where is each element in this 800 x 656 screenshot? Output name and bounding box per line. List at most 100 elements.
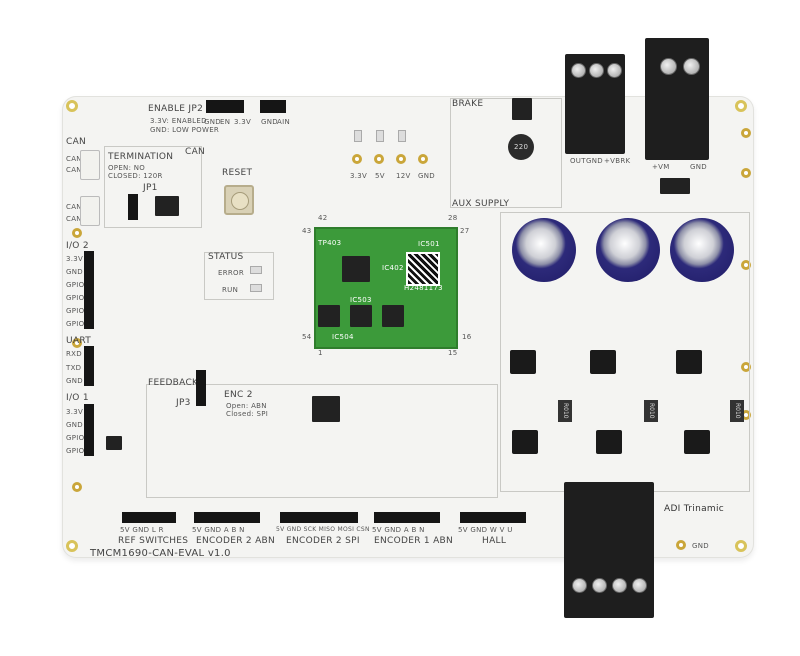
jumper-jp1[interactable] bbox=[128, 194, 138, 220]
enc2-closed: Closed: SPI bbox=[226, 410, 269, 418]
jp2-gnd: GND bbox=[204, 118, 221, 126]
jp2-en: EN bbox=[220, 118, 231, 126]
io2-pin: 3.3V bbox=[66, 255, 84, 263]
module-mcu-chip bbox=[342, 256, 370, 282]
module-ic504: IC504 bbox=[332, 333, 354, 341]
aux-supply-label: AUX SUPPLY bbox=[452, 199, 510, 209]
can-port-label: CAN bbox=[66, 137, 87, 147]
pin-15: 15 bbox=[448, 349, 458, 357]
test-point bbox=[741, 168, 751, 178]
feedback-label: FEEDBACK bbox=[148, 378, 199, 388]
io1-pin: 3.3V bbox=[66, 408, 84, 416]
test-point bbox=[676, 540, 686, 550]
ref-pins: 5V GND L R bbox=[120, 526, 164, 534]
ref-switches-header[interactable] bbox=[122, 512, 176, 523]
error-led bbox=[250, 266, 262, 274]
brake-screw[interactable] bbox=[607, 63, 622, 78]
module-driver-chip bbox=[382, 305, 404, 327]
enable-desc-1: 3.3V: ENABLED bbox=[150, 117, 207, 125]
motor-terminal[interactable] bbox=[564, 482, 654, 618]
shunt-resistor: R010 bbox=[644, 400, 658, 422]
led-testpoint bbox=[374, 154, 384, 164]
io2-header[interactable] bbox=[84, 251, 94, 329]
mosfet bbox=[596, 430, 622, 454]
ain-label: AIN bbox=[277, 118, 290, 126]
enc1-abn-label: ENCODER 1 ABN bbox=[374, 536, 454, 546]
reset-button[interactable] bbox=[224, 185, 254, 215]
io1-header[interactable] bbox=[84, 404, 94, 456]
enc2-spi-pins: 5V GND SCK MISO MOSI CSN bbox=[276, 526, 370, 533]
shunt-resistor: R010 bbox=[730, 400, 744, 422]
brake-gnd-label: GND bbox=[586, 157, 603, 165]
bulk-capacitor bbox=[512, 218, 576, 282]
vm-screw[interactable] bbox=[660, 58, 677, 75]
mounting-hole bbox=[66, 100, 78, 112]
module-id: H2481173 bbox=[404, 284, 443, 292]
brand-logo: ADI Trinamic bbox=[664, 504, 725, 514]
feedback-chip bbox=[106, 436, 122, 450]
term-open: OPEN: NO bbox=[108, 164, 146, 172]
ain-header[interactable] bbox=[260, 100, 286, 113]
uart-label: UART bbox=[66, 336, 92, 346]
enable-desc-2: GND: LOW POWER bbox=[150, 126, 220, 134]
io1-label: I/O 1 bbox=[66, 393, 89, 403]
brake-screw[interactable] bbox=[571, 63, 586, 78]
led-5v-label: 5V bbox=[375, 172, 385, 180]
module-tp403: TP403 bbox=[318, 239, 342, 247]
aux-chip bbox=[512, 98, 532, 120]
motor-screw[interactable] bbox=[632, 578, 647, 593]
vm-gnd-label: GND bbox=[690, 163, 707, 171]
mosfet bbox=[676, 350, 702, 374]
enable-label: ENABLE JP2 bbox=[148, 104, 204, 114]
shunt-resistor: R010 bbox=[558, 400, 572, 422]
reset-label: RESET bbox=[222, 168, 253, 178]
jp3-label: JP3 bbox=[176, 398, 191, 408]
encoder1-abn-header[interactable] bbox=[374, 512, 440, 523]
pin-42: 42 bbox=[318, 214, 328, 222]
encoder2-abn-header[interactable] bbox=[194, 512, 260, 523]
tmcm1690-module bbox=[314, 227, 458, 349]
encoder2-spi-header[interactable] bbox=[280, 512, 358, 523]
can-connector-1[interactable] bbox=[80, 150, 100, 180]
vm-screw[interactable] bbox=[683, 58, 700, 75]
vm-label: +VM bbox=[652, 163, 670, 171]
test-point bbox=[741, 128, 751, 138]
module-driver-chip bbox=[318, 305, 340, 327]
enc2-label: ENC 2 bbox=[224, 390, 253, 400]
brake-out-label: OUT bbox=[570, 157, 586, 165]
term-closed: CLOSED: 120R bbox=[108, 172, 163, 180]
termination-label: TERMINATION bbox=[108, 152, 174, 162]
uart-header[interactable] bbox=[84, 346, 94, 386]
bulk-capacitor bbox=[670, 218, 734, 282]
motor-screw[interactable] bbox=[612, 578, 627, 593]
uart-pin: GND bbox=[66, 377, 83, 385]
ref-switches-label: REF SWITCHES bbox=[118, 536, 189, 546]
module-ic503: IC503 bbox=[350, 296, 372, 304]
vm-terminal[interactable] bbox=[645, 38, 709, 160]
io1-pin: GPIO2 bbox=[66, 447, 90, 455]
brake-screw[interactable] bbox=[589, 63, 604, 78]
pin-27: 27 bbox=[460, 227, 470, 235]
can-l-1: CAN_L bbox=[66, 155, 90, 163]
error-label: ERROR bbox=[218, 269, 245, 277]
led-testpoint bbox=[352, 154, 362, 164]
hall-header[interactable] bbox=[460, 512, 526, 523]
pin-28: 28 bbox=[448, 214, 458, 222]
jumper-jp2[interactable] bbox=[206, 100, 244, 113]
led-3v3 bbox=[354, 130, 362, 142]
feedback-chip bbox=[312, 396, 340, 422]
enc1-abn-pins: 5V GND A B N bbox=[372, 526, 425, 534]
io2-pin: GPIO7 bbox=[66, 281, 90, 289]
inductor-label: 220 bbox=[514, 143, 529, 151]
can-connector-2[interactable] bbox=[80, 196, 100, 226]
brake-vbrk-label: +VBRK bbox=[604, 157, 631, 165]
jumper-jp3[interactable] bbox=[196, 370, 206, 406]
mosfet bbox=[590, 350, 616, 374]
motor-screw[interactable] bbox=[572, 578, 587, 593]
can-h-1: CAN_H bbox=[66, 166, 92, 174]
brake-box bbox=[450, 98, 562, 208]
motor-screw[interactable] bbox=[592, 578, 607, 593]
ain-gnd: GND bbox=[261, 118, 278, 126]
mosfet bbox=[510, 350, 536, 374]
module-ic402: IC402 bbox=[382, 264, 404, 272]
